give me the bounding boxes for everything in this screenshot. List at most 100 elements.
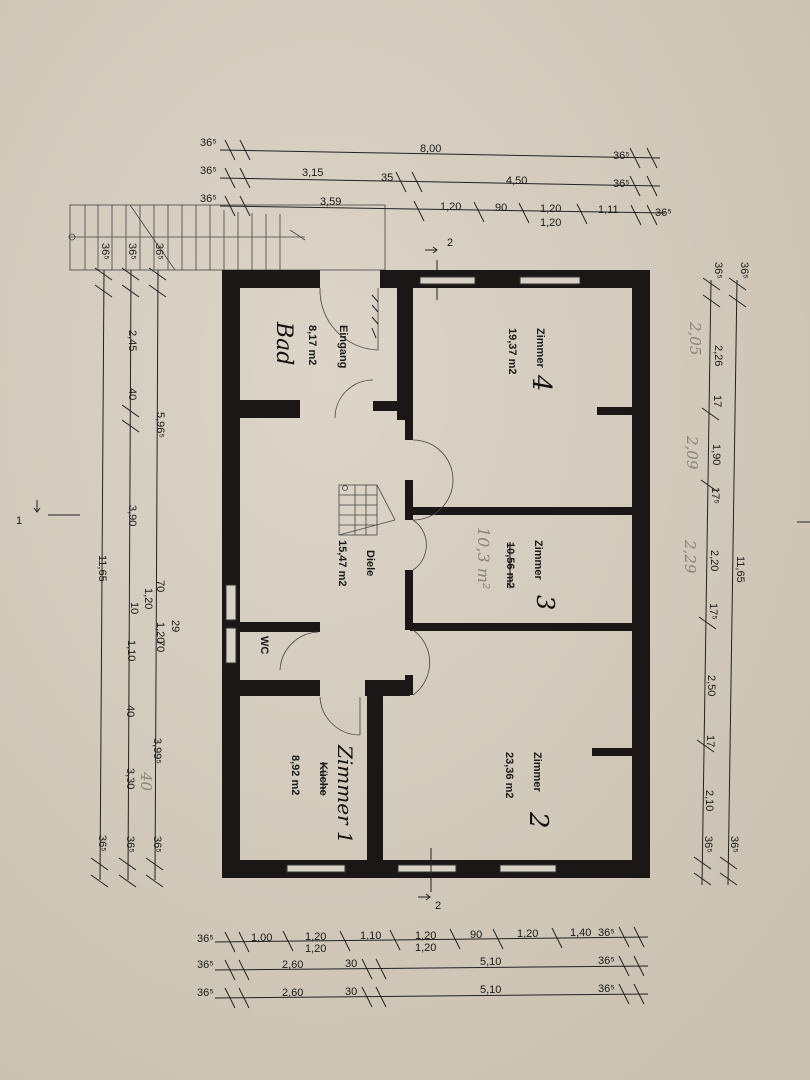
dim-top-3-h: 36⁵ <box>655 207 672 219</box>
windows <box>225 276 581 873</box>
eingang-label: Eingang <box>337 325 349 368</box>
dim-bottom-3-a: 36⁵ <box>197 987 214 999</box>
door-wc <box>279 631 319 671</box>
dim-top-3-d: 90 <box>495 202 507 214</box>
dim-right-1-g: 17⁵ <box>707 603 719 620</box>
dim-right-1-f: 2,20 <box>708 550 720 571</box>
interior-stair <box>338 484 396 536</box>
bad-handwritten: Bad <box>271 321 296 365</box>
exterior-stair <box>68 204 386 271</box>
dim-left-3-d: 29 <box>169 620 181 632</box>
dim-right-handwritten-2: 2,09 <box>683 435 701 470</box>
dim-bottom-1-h: 90 <box>470 929 482 941</box>
dim-top-3-c: 1,20 <box>440 201 461 213</box>
dim-bottom-2-e: 36⁵ <box>598 955 615 967</box>
dim-top-2-a: 36⁵ <box>200 165 217 177</box>
dim-bottom-1-f: 1,20 <box>415 930 436 942</box>
dim-bottom-1-d: 1,20 <box>305 943 326 955</box>
dim-bottom-3-b: 2,60 <box>282 987 303 999</box>
dim-top-1-c: 36⁵ <box>613 150 630 162</box>
dim-left-1-b: 11,65 <box>96 555 108 582</box>
zimmer3-handwritten-area: 10,3 m² <box>474 527 493 589</box>
dim-right-1-a: 36⁵ <box>712 262 724 279</box>
dim-top-3-b: 3,59 <box>320 196 341 208</box>
zimmer3-handwritten: 3 <box>531 595 559 610</box>
section-marker-left-label: 1 <box>16 515 22 527</box>
dim-bottom-1-b: 1,00 <box>251 932 272 944</box>
diele-area: 15,47 m2 <box>336 540 348 586</box>
dim-left-3-b: 5,96⁵ <box>154 412 166 438</box>
dim-top-1-a: 36⁵ <box>200 137 217 149</box>
dim-top-1-b: 8,00 <box>420 143 441 155</box>
dim-bottom-1-e: 1,10 <box>360 930 381 942</box>
zimmer3-label: Zimmer <box>532 540 544 580</box>
dim-top-3-f: 1,20 <box>540 217 561 229</box>
window <box>397 864 457 873</box>
window <box>499 864 557 873</box>
eingang-area: 8,17 m2 <box>306 325 318 365</box>
dim-top-3-g: 1,11 <box>598 204 619 216</box>
dim-top-3-e: 1,20 <box>540 203 561 215</box>
dim-left-1-c: 36⁵ <box>96 835 108 852</box>
dim-right-1-h: 2,50 <box>705 675 717 696</box>
dim-bottom-1-c: 1,20 <box>305 931 326 943</box>
dim-left-2-g: 1,10 <box>125 640 137 661</box>
dim-bottom-3-c: 30 <box>345 986 357 998</box>
dim-bottom-2-d: 5,10 <box>480 956 501 968</box>
section-marker-bottom: 2 <box>418 848 441 912</box>
window <box>519 276 581 285</box>
dim-top-2-e: 36⁵ <box>613 178 630 190</box>
dim-right-2-b: 11,65 <box>734 556 746 583</box>
door-zimmer4 <box>412 439 454 521</box>
window <box>419 276 476 285</box>
door-zimmer2 <box>412 629 431 696</box>
dim-top-2-d: 4,50 <box>506 175 527 187</box>
dim-bottom-3-e: 36⁵ <box>598 983 615 995</box>
dim-left-2-a: 36⁵ <box>126 243 138 260</box>
dim-bottom-1-k: 36⁵ <box>598 927 615 939</box>
door-zimmer1 <box>319 696 361 736</box>
dim-right-1-j: 2,10 <box>703 790 715 811</box>
dim-right-2-c: 36⁵ <box>728 836 740 853</box>
dim-left-2-b: 2,45 <box>126 330 138 351</box>
dim-left-3-a: 36⁵ <box>153 243 165 260</box>
wc-label: WC <box>258 636 270 654</box>
dim-left-2-i: 3,30 <box>124 768 136 789</box>
dim-bottom-3-d: 5,10 <box>480 984 501 996</box>
dim-left-2-j: 36⁵ <box>124 836 136 853</box>
dim-left-2-f: 10 <box>128 602 140 614</box>
zimmer4-label: Zimmer <box>534 328 546 368</box>
dim-right-1-i: 17 <box>704 735 716 747</box>
dim-left-3-g: 3,99⁵ <box>151 738 163 764</box>
dim-left-3-h: 36⁵ <box>151 836 163 853</box>
dim-right-2-a: 36⁵ <box>738 262 750 279</box>
zimmer2-area: 23,36 m2 <box>503 752 515 798</box>
entrance-pencil-marks <box>371 294 379 339</box>
dim-right-1-b: 2,26 <box>712 345 724 366</box>
door-zimmer3 <box>412 519 427 571</box>
doors <box>279 287 454 736</box>
door-bad <box>334 379 374 419</box>
top-dimensions: 36⁵ 8,00 36⁵ 36⁵ 3,15 35 4,50 36⁵ 36⁵ 3,… <box>200 137 672 229</box>
dim-right-1-k: 36⁵ <box>702 836 714 853</box>
window <box>286 864 346 873</box>
left-dimensions: 36⁵ 11,65 36⁵ 36⁵ 2,45 40 3,90 1,20 10 1… <box>90 243 181 888</box>
dim-right-1-d: 1,90 <box>710 444 722 465</box>
dim-right-handwritten-3: 2,29 <box>681 539 699 574</box>
dim-left-2-c: 40 <box>126 388 138 400</box>
zimmer1-handwritten: Zimmer 1 <box>333 744 357 844</box>
dim-bottom-1-a: 36⁵ <box>197 933 214 945</box>
zimmer4-handwritten: 4 <box>526 374 556 392</box>
dim-bottom-2-b: 2,60 <box>282 959 303 971</box>
door-entrance <box>319 287 379 351</box>
section-marker-left: 1 <box>16 500 80 527</box>
dim-left-handwritten: 40 <box>137 771 155 792</box>
zimmer4-area: 19,37 m2 <box>506 328 518 374</box>
dim-top-3-a: 36⁵ <box>200 193 217 205</box>
dim-top-2-c: 35 <box>381 172 393 184</box>
zimmer1-area: 8,92 m2 <box>289 755 301 795</box>
dim-left-2-e: 1,20 <box>142 588 154 609</box>
window <box>225 627 237 664</box>
zimmer1-crossed-label: Küche <box>317 762 329 796</box>
